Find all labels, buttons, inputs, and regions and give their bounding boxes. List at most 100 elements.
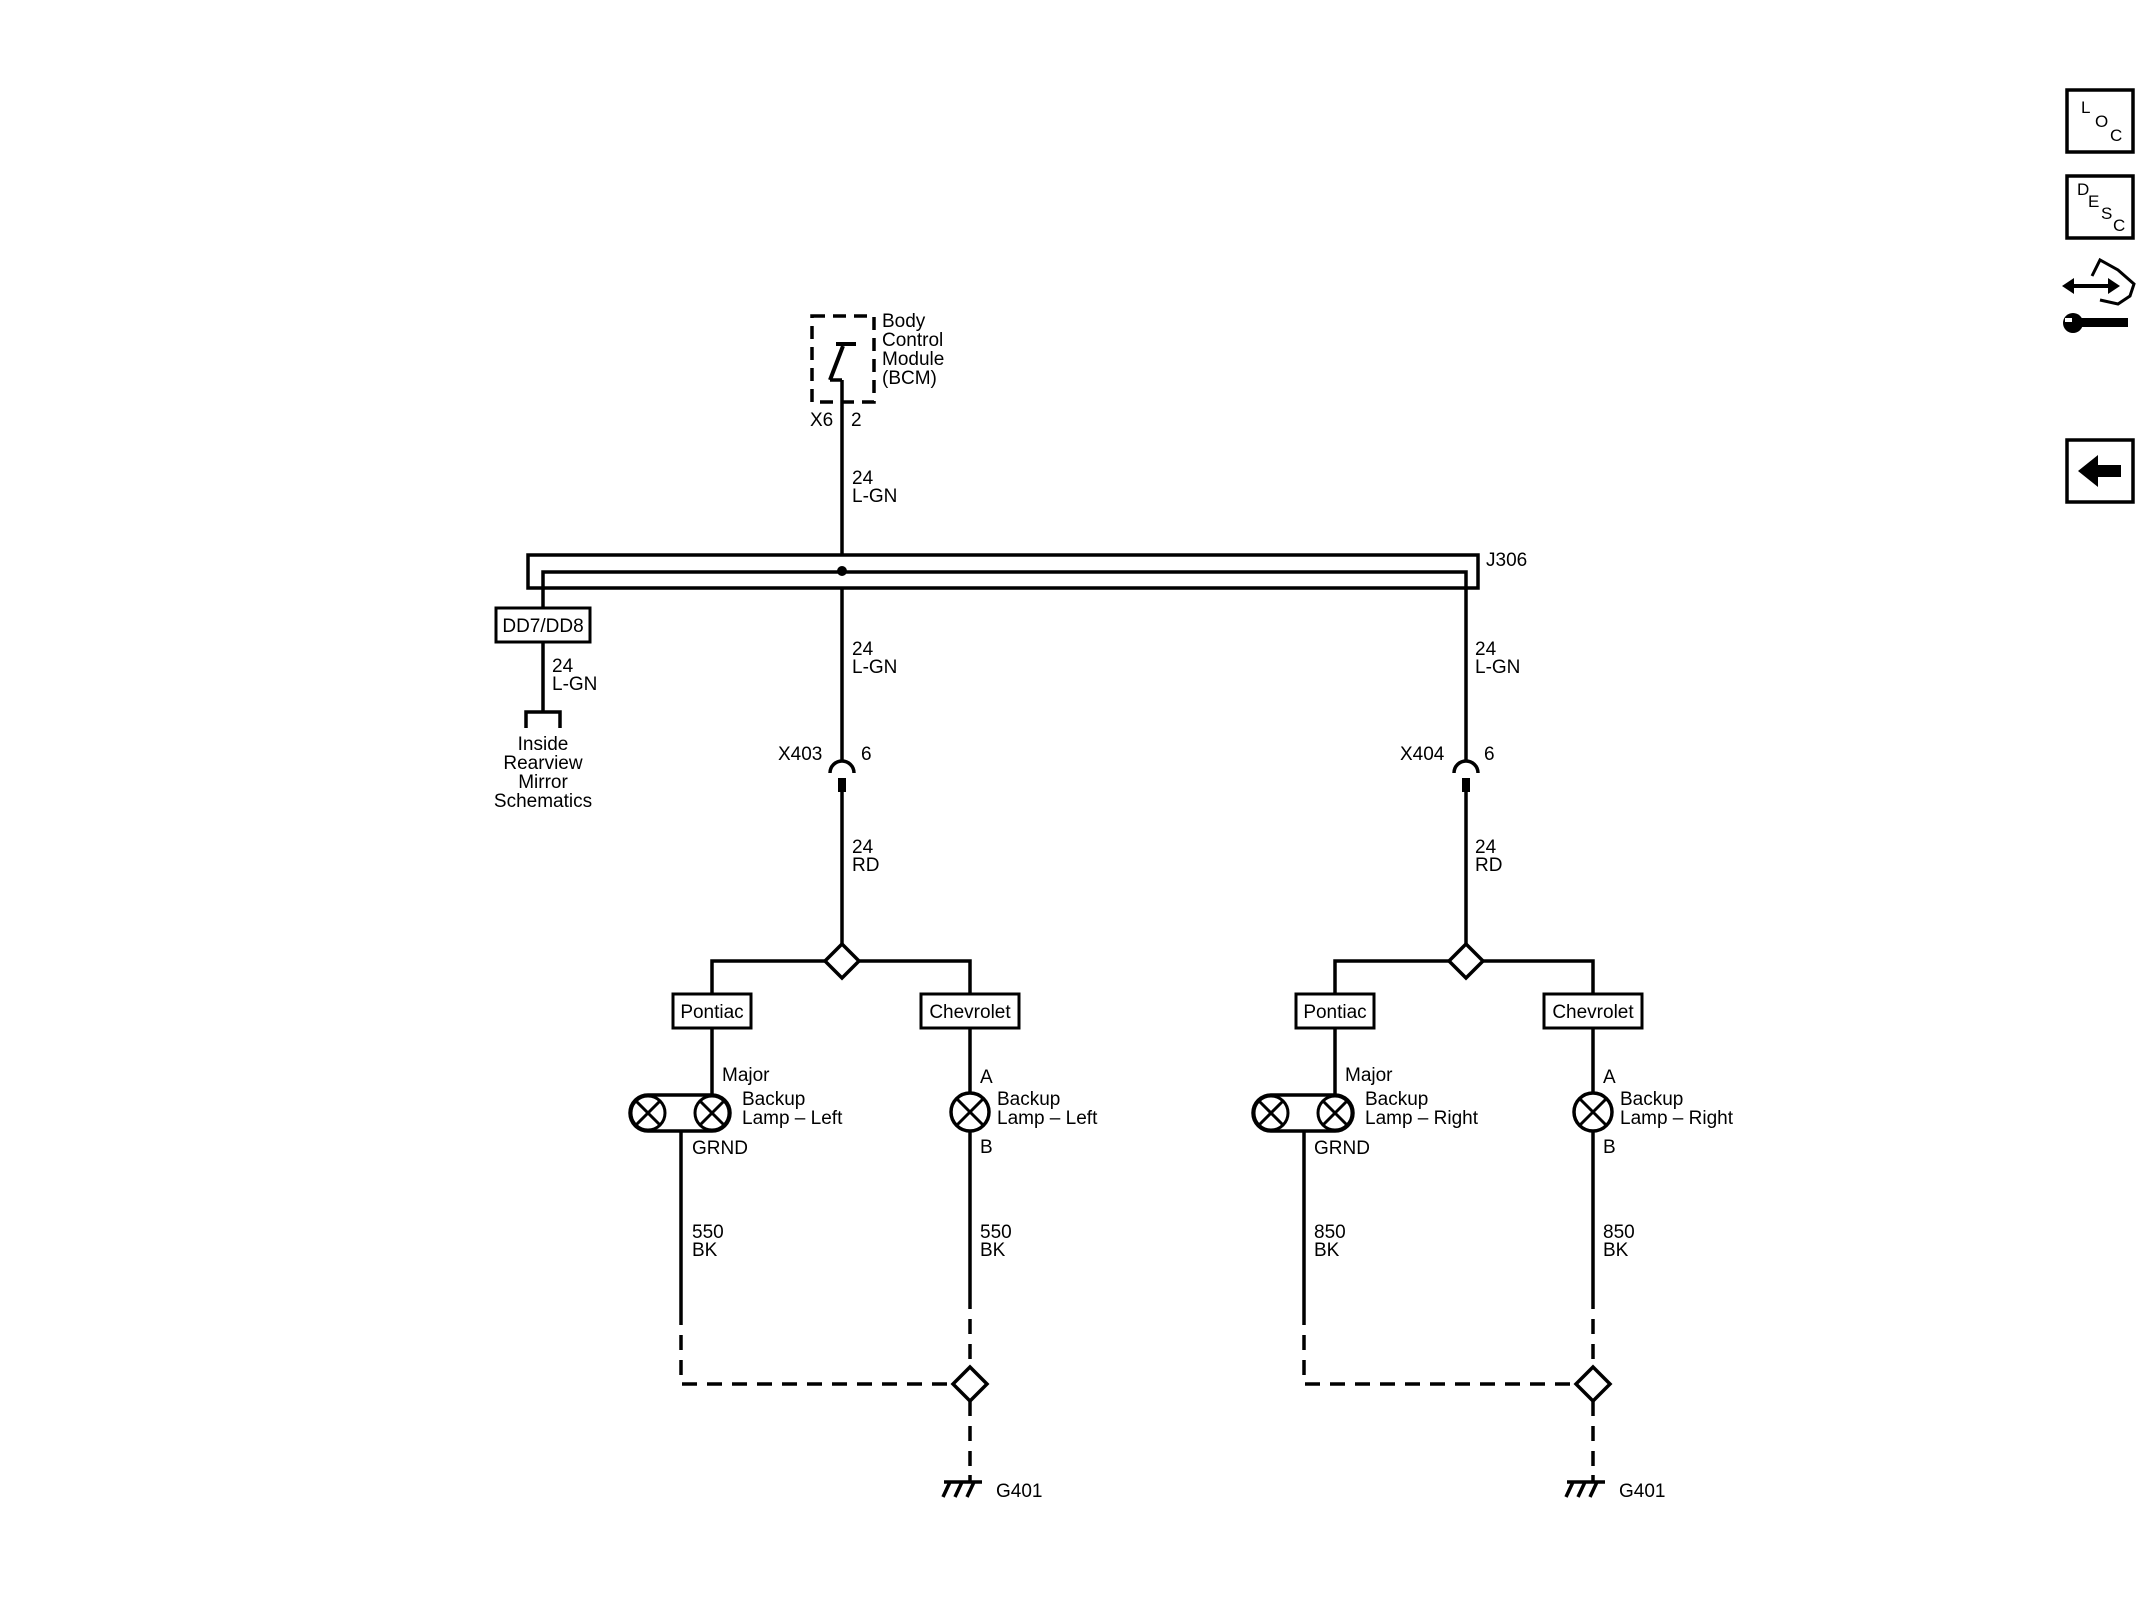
bcm-label-2: Control bbox=[882, 330, 943, 351]
mirror-ref-4: Schematics bbox=[494, 791, 592, 812]
connector-left: X403 6 bbox=[778, 744, 872, 792]
splice-pack: J306 bbox=[526, 550, 1527, 590]
left-out-gauge: 24 bbox=[852, 837, 874, 858]
left-variant-b-box bbox=[919, 992, 1021, 1030]
bcm-pin: 2 bbox=[851, 410, 862, 431]
back-button[interactable] bbox=[2065, 438, 2135, 504]
left-chev-lamp-icon bbox=[949, 1091, 991, 1133]
right-chev-lamp-name-1: Backup bbox=[1620, 1089, 1683, 1110]
left-feed-gauge: 24 bbox=[852, 639, 874, 660]
bcm-label-1: Body bbox=[882, 311, 926, 332]
left-chev-lamp-name-1: Backup bbox=[997, 1089, 1060, 1110]
option-box bbox=[494, 606, 592, 644]
right-chev-ground-gauge: 850 bbox=[1603, 1222, 1635, 1243]
bcm-label-4: (BCM) bbox=[882, 368, 937, 389]
right-branch-a-wire bbox=[1333, 959, 1449, 994]
right-chev-lamp-top: A bbox=[1603, 1067, 1616, 1088]
left-branch-b-wire bbox=[859, 959, 972, 994]
right-major-lamp-name-2: Lamp – Right bbox=[1365, 1108, 1479, 1129]
left-variant-a-box bbox=[671, 992, 753, 1030]
desc-letter-2: E bbox=[2088, 192, 2099, 211]
mirror-ref-2: Rearview bbox=[503, 753, 582, 774]
splice-name: J306 bbox=[1486, 550, 1527, 571]
connector-left-pin: 6 bbox=[861, 744, 872, 765]
right-out-color: RD bbox=[1475, 855, 1502, 876]
splice-junction-dot bbox=[837, 566, 847, 576]
right-chev-lamp-name-2: Lamp – Right bbox=[1620, 1108, 1734, 1129]
left-branch-a-wire bbox=[710, 959, 825, 994]
bcm-wire-gauge: 24 bbox=[852, 468, 874, 489]
right-branch-b-wire bbox=[1483, 959, 1595, 994]
left-ground-symbol-icon bbox=[941, 1480, 982, 1498]
connector-right-pin: 6 bbox=[1484, 744, 1495, 765]
left-ground-split-icon bbox=[950, 1364, 990, 1404]
connector-right: X404 6 bbox=[1400, 744, 1495, 792]
desc-letter-1: D bbox=[2077, 180, 2089, 199]
bcm-switch-icon bbox=[828, 342, 856, 402]
loc-button[interactable]: L O C bbox=[2065, 88, 2135, 154]
left-major-lamp-name-1: Backup bbox=[742, 1089, 805, 1110]
right-ground-symbol-icon bbox=[1564, 1480, 1605, 1498]
mirror-ref-1: Inside bbox=[518, 734, 569, 755]
left-major-lamp-bottom: GRND bbox=[692, 1138, 748, 1159]
loc-letter-1: L bbox=[2081, 98, 2090, 117]
right-major-ground-gauge: 850 bbox=[1314, 1222, 1346, 1243]
connector-wrench-icon[interactable] bbox=[2062, 257, 2136, 333]
bcm-label-3: Module bbox=[882, 349, 944, 370]
connector-left-name: X403 bbox=[778, 744, 822, 765]
right-out-gauge: 24 bbox=[1475, 837, 1497, 858]
bcm-connector: X6 bbox=[810, 410, 833, 431]
left-feed-color: L-GN bbox=[852, 657, 897, 678]
left-major-ground-dashed bbox=[679, 1310, 953, 1386]
mirror-wire-gauge: 24 bbox=[552, 656, 574, 677]
left-major-ground-color: BK bbox=[692, 1240, 718, 1261]
bcm-wire-color: L-GN bbox=[852, 486, 897, 507]
right-chev-ground-color: BK bbox=[1603, 1240, 1629, 1261]
left-chev-lamp-bottom: B bbox=[980, 1137, 993, 1158]
desc-letter-4: C bbox=[2113, 216, 2125, 235]
right-ground-name: G401 bbox=[1619, 1481, 1665, 1502]
back-arrow-icon bbox=[2078, 455, 2121, 487]
loc-letter-3: C bbox=[2110, 126, 2122, 145]
right-variant-b-label: Chevrolet bbox=[1552, 1002, 1634, 1023]
right-major-lamp-top: Major bbox=[1345, 1065, 1393, 1086]
connector-right-name: X404 bbox=[1400, 744, 1445, 765]
left-variant-a-label: Pontiac bbox=[680, 1002, 743, 1023]
right-chev-lamp-bottom: B bbox=[1603, 1137, 1616, 1158]
right-chev-lamp-icon bbox=[1572, 1091, 1614, 1133]
right-major-lamp-icon bbox=[1251, 1093, 1355, 1133]
option-box-label: DD7/DD8 bbox=[502, 616, 583, 637]
right-variant-a-box bbox=[1294, 992, 1376, 1030]
left-option-split-icon bbox=[822, 941, 862, 981]
left-major-ground-gauge: 550 bbox=[692, 1222, 724, 1243]
right-feed-color: L-GN bbox=[1475, 657, 1520, 678]
connector-right-female-icon bbox=[1452, 759, 1480, 774]
desc-letter-3: S bbox=[2101, 204, 2112, 223]
left-out-color: RD bbox=[852, 855, 879, 876]
mirror-ref-bracket-icon bbox=[524, 710, 562, 728]
right-major-ground-color: BK bbox=[1314, 1240, 1340, 1261]
left-major-lamp-name-2: Lamp – Left bbox=[742, 1108, 843, 1129]
right-variant-a-label: Pontiac bbox=[1303, 1002, 1366, 1023]
mirror-wire-color: L-GN bbox=[552, 674, 597, 695]
right-ground-split-icon bbox=[1573, 1364, 1613, 1404]
connector-left-female-icon bbox=[828, 759, 856, 774]
loc-letter-2: O bbox=[2095, 112, 2108, 131]
left-major-lamp-icon bbox=[628, 1093, 732, 1133]
left-chev-ground-color: BK bbox=[980, 1240, 1006, 1261]
left-variant-b-label: Chevrolet bbox=[929, 1002, 1011, 1023]
right-major-lamp-bottom: GRND bbox=[1314, 1138, 1370, 1159]
right-major-lamp-name-1: Backup bbox=[1365, 1089, 1428, 1110]
left-chev-ground-gauge: 550 bbox=[980, 1222, 1012, 1243]
bcm-module: Body Control Module (BCM) X6 2 bbox=[810, 311, 944, 431]
right-major-ground-dashed bbox=[1302, 1310, 1576, 1386]
left-ground-name: G401 bbox=[996, 1481, 1042, 1502]
left-major-lamp-top: Major bbox=[722, 1065, 770, 1086]
right-feed-gauge: 24 bbox=[1475, 639, 1497, 660]
left-chev-lamp-top: A bbox=[980, 1067, 993, 1088]
right-option-split-icon bbox=[1446, 941, 1486, 981]
splice-bar bbox=[526, 553, 1480, 590]
desc-button[interactable]: D E S C bbox=[2065, 174, 2135, 240]
left-chev-lamp-name-2: Lamp – Left bbox=[997, 1108, 1098, 1129]
